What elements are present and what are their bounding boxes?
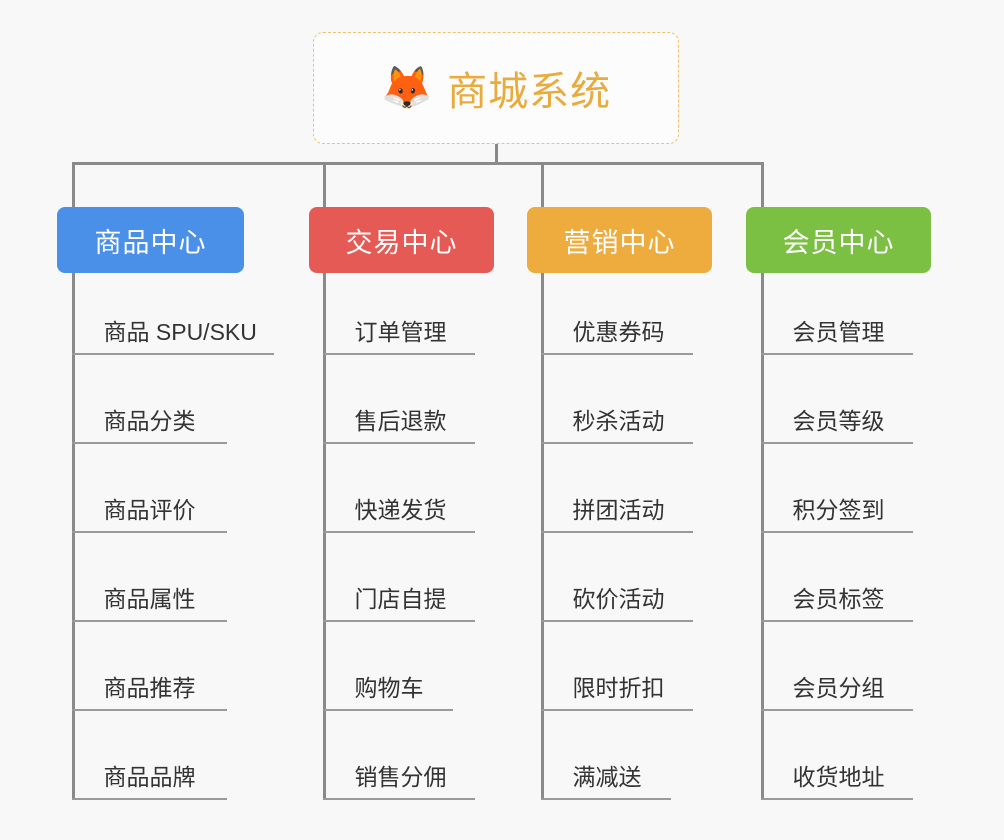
leaf-underline	[322, 353, 475, 355]
leaf-item-label: 会员标签	[792, 586, 885, 612]
leaf-underline	[322, 531, 475, 533]
leaf-item[interactable]: 商品属性	[71, 570, 231, 622]
leaf-item-label: 会员等级	[792, 408, 885, 434]
leaf-item[interactable]: 购物车	[322, 659, 457, 711]
leaf-underline	[71, 709, 227, 711]
root-node-shop-system[interactable]: 🦊 商城系统	[313, 32, 679, 144]
leaf-item-label: 积分签到	[792, 497, 885, 523]
leaf-item[interactable]: 商品 SPU/SKU	[71, 303, 278, 355]
branch-node-label: 交易中心	[345, 227, 458, 258]
leaf-item[interactable]: 会员管理	[760, 303, 917, 355]
leaf-spine-3	[760, 273, 764, 800]
branch-drop-line	[540, 162, 544, 207]
root-connector-stem	[494, 144, 498, 165]
leaf-item[interactable]: 售后退款	[322, 392, 479, 444]
leaf-item-label: 商品评价	[103, 497, 196, 523]
branch-drop-line	[71, 162, 75, 207]
leaf-item[interactable]: 优惠券码	[540, 303, 697, 355]
leaf-underline	[760, 353, 913, 355]
leaf-item[interactable]: 商品分类	[71, 392, 231, 444]
leaf-item[interactable]: 满减送	[540, 748, 675, 800]
leaf-item[interactable]: 秒杀活动	[540, 392, 697, 444]
leaf-item[interactable]: 快递发货	[322, 481, 479, 533]
leaf-underline	[71, 620, 227, 622]
leaf-underline	[760, 709, 913, 711]
leaf-item-label: 拼团活动	[572, 497, 665, 523]
leaf-item-label: 商品分类	[103, 408, 196, 434]
leaf-item-label: 商品推荐	[103, 675, 196, 701]
leaf-underline	[71, 442, 227, 444]
leaf-item-label: 收货地址	[792, 764, 885, 790]
leaf-spine-2	[540, 273, 544, 800]
leaf-item[interactable]: 会员标签	[760, 570, 917, 622]
leaf-item-label: 会员分组	[792, 675, 885, 701]
leaf-underline	[71, 798, 227, 800]
branch-node-label: 商品中心	[94, 227, 207, 258]
leaf-item-label: 满减送	[572, 764, 642, 790]
branch-node-label: 营销中心	[563, 227, 676, 258]
leaf-item-label: 秒杀活动	[572, 408, 665, 434]
leaf-underline	[322, 620, 475, 622]
leaf-item[interactable]: 会员等级	[760, 392, 917, 444]
leaf-item[interactable]: 商品评价	[71, 481, 231, 533]
leaf-underline	[540, 531, 693, 533]
leaf-item-label: 购物车	[354, 675, 424, 701]
leaf-underline	[540, 620, 693, 622]
branch-node-0[interactable]: 商品中心	[57, 207, 244, 273]
leaf-item-label: 销售分佣	[354, 764, 447, 790]
leaf-item[interactable]: 销售分佣	[322, 748, 479, 800]
leaf-item[interactable]: 门店自提	[322, 570, 479, 622]
leaf-item-label: 砍价活动	[572, 586, 665, 612]
leaf-item-label: 商品 SPU/SKU	[103, 319, 257, 345]
leaf-item[interactable]: 商品推荐	[71, 659, 231, 711]
leaf-item-label: 商品品牌	[103, 764, 196, 790]
branch-drop-line	[760, 162, 764, 207]
leaf-item-label: 订单管理	[354, 319, 447, 345]
leaf-underline	[71, 353, 274, 355]
leaf-item[interactable]: 会员分组	[760, 659, 917, 711]
leaf-item-label: 售后退款	[354, 408, 447, 434]
leaf-underline	[760, 798, 913, 800]
branch-bus-line	[71, 162, 764, 165]
leaf-underline	[322, 709, 453, 711]
leaf-underline	[322, 798, 475, 800]
branch-node-3[interactable]: 会员中心	[746, 207, 931, 273]
leaf-spine-1	[322, 273, 326, 800]
leaf-item[interactable]: 限时折扣	[540, 659, 697, 711]
leaf-underline	[760, 620, 913, 622]
leaf-item-label: 会员管理	[792, 319, 885, 345]
fox-face-icon: 🦊	[380, 64, 434, 111]
leaf-item[interactable]: 拼团活动	[540, 481, 697, 533]
branch-node-label: 会员中心	[782, 227, 895, 258]
leaf-item-label: 快递发货	[354, 497, 447, 523]
branch-node-2[interactable]: 营销中心	[527, 207, 712, 273]
leaf-item-label: 优惠券码	[572, 319, 665, 345]
leaf-item[interactable]: 收货地址	[760, 748, 917, 800]
leaf-underline	[760, 442, 913, 444]
leaf-underline	[760, 531, 913, 533]
leaf-underline	[540, 709, 693, 711]
leaf-underline	[540, 442, 693, 444]
leaf-item-label: 限时折扣	[572, 675, 665, 701]
leaf-item[interactable]: 订单管理	[322, 303, 479, 355]
leaf-underline	[540, 353, 693, 355]
leaf-underline	[540, 798, 671, 800]
leaf-item-label: 门店自提	[354, 586, 447, 612]
leaf-item[interactable]: 积分签到	[760, 481, 917, 533]
leaf-underline	[71, 531, 227, 533]
root-node-label: 商城系统	[447, 70, 612, 114]
branch-drop-line	[322, 162, 326, 207]
branch-node-1[interactable]: 交易中心	[309, 207, 494, 273]
leaf-underline	[322, 442, 475, 444]
leaf-spine-0	[71, 273, 75, 800]
leaf-item[interactable]: 商品品牌	[71, 748, 231, 800]
leaf-item-label: 商品属性	[103, 586, 196, 612]
leaf-item[interactable]: 砍价活动	[540, 570, 697, 622]
